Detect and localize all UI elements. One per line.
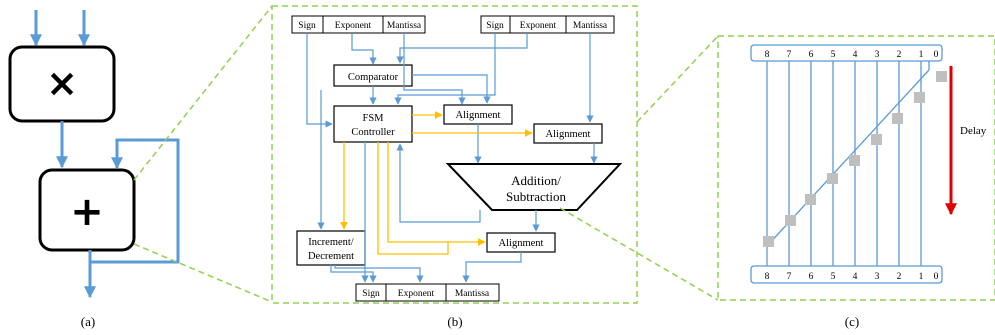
addsub-label-line1: Addition/ [511, 173, 561, 188]
accumulator-feedback-loop [88, 138, 180, 264]
comparator-label: Comparator [348, 72, 399, 83]
panel-b-frame [271, 5, 638, 304]
top-register [750, 44, 943, 62]
incdec-label-line1: Increment/ [308, 237, 354, 248]
bottom-register [750, 265, 943, 284]
input-b-mantissa: Mantissa [573, 21, 608, 31]
svg-text:4: 4 [853, 272, 858, 282]
zoom-line-top-a [133, 5, 273, 181]
input-a-exponent: Exponent [335, 21, 372, 31]
delay-label: Delay [960, 125, 987, 137]
bit-lanes [766, 61, 930, 266]
alignment-1-label: Alignment [456, 110, 501, 121]
svg-text:1: 1 [919, 272, 924, 282]
panel-b: Sign Exponent Mantissa Sign Exponent Man… [271, 5, 638, 329]
panel-b-blue-wires [306, 33, 598, 283]
svg-text:5: 5 [831, 272, 836, 282]
svg-text:7: 7 [787, 50, 792, 60]
panel-c: 8 7 6 5 4 3 2 1 0 8 7 6 5 4 3 2 1 0 [717, 35, 995, 329]
addsub-trapezoid [445, 163, 623, 211]
svg-text:4: 4 [853, 50, 858, 60]
add-symbol: + [70, 189, 104, 235]
svg-text:8: 8 [765, 272, 770, 282]
fsm-controller-block [333, 105, 413, 143]
caption-c: (c) [845, 314, 859, 329]
panel-c-frame [717, 35, 995, 301]
svg-text:3: 3 [875, 272, 880, 282]
incdec-label-line2: Decrement [308, 251, 354, 262]
fsm-label-line1: FSM [362, 113, 384, 124]
svg-text:5: 5 [831, 50, 836, 60]
svg-text:3: 3 [875, 50, 880, 60]
multiply-symbol: × [46, 61, 78, 105]
output-exponent: Exponent [398, 289, 435, 299]
zoom-line-bottom-b [559, 207, 719, 301]
svg-text:2: 2 [897, 272, 902, 282]
input-a-fields: Sign Exponent Mantissa [291, 15, 426, 34]
svg-text:8: 8 [765, 50, 770, 60]
svg-text:6: 6 [809, 272, 814, 282]
caption-a: (a) [81, 314, 95, 329]
input-b-sign: Sign [486, 21, 504, 31]
top-bit-labels: 8 7 6 5 4 3 2 1 0 [765, 50, 939, 60]
bottom-bit-labels: 8 7 6 5 4 3 2 1 0 [765, 272, 939, 282]
svg-text:7: 7 [787, 272, 792, 282]
zoom-line-top-b [636, 35, 719, 123]
caption-b: (b) [447, 314, 462, 329]
zoom-line-bottom-a [133, 243, 273, 303]
svg-text:0: 0 [934, 272, 939, 282]
panel-b-control-wires [340, 111, 533, 255]
svg-text:1: 1 [919, 50, 924, 60]
alignment-3-label: Alignment [499, 238, 544, 249]
output-fields: Sign Exponent Mantissa [355, 283, 500, 302]
output-sign: Sign [362, 289, 380, 299]
output-mantissa: Mantissa [455, 289, 490, 299]
panel-a: × + (a) [8, 10, 180, 329]
input-a-mantissa: Mantissa [387, 21, 422, 31]
addsub-label-line2: Subtraction [506, 189, 566, 204]
svg-text:2: 2 [897, 50, 902, 60]
adder-block [38, 168, 136, 252]
svg-text:6: 6 [809, 50, 814, 60]
incdec-block [296, 230, 366, 266]
alignment-block-2 [533, 123, 603, 144]
svg-text:0: 0 [934, 50, 939, 60]
input-a-sign: Sign [298, 21, 316, 31]
input-b-fields: Sign Exponent Mantissa [480, 15, 615, 34]
input-b-exponent: Exponent [520, 21, 557, 31]
delay-registers [763, 71, 947, 247]
fsm-label-line2: Controller [351, 127, 395, 138]
alignment-2-label: Alignment [546, 129, 591, 140]
